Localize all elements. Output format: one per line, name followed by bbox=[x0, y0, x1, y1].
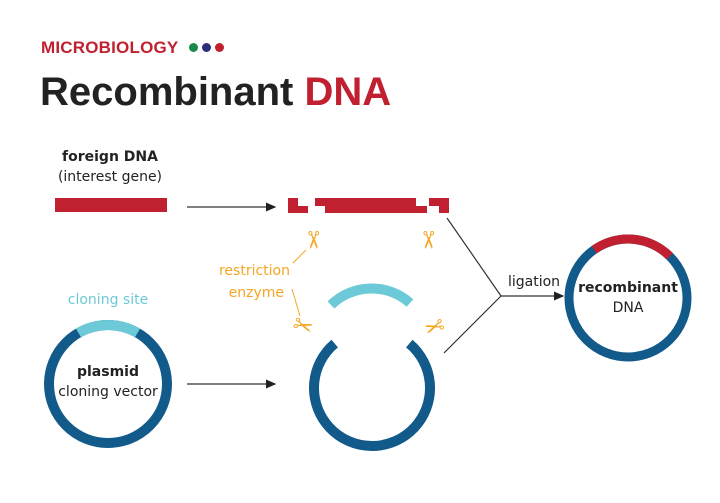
recombinant-dna-label: recombinant DNA bbox=[578, 280, 678, 316]
cloning-site-label: cloning site bbox=[67, 292, 149, 308]
scissors-icon: ✂ bbox=[299, 229, 328, 251]
page-title: Recombinant DNA bbox=[40, 70, 392, 114]
opened-plasmid bbox=[309, 339, 435, 451]
plasmid-label: plasmid cloning vector bbox=[58, 364, 158, 400]
excised-site-arc bbox=[327, 283, 414, 309]
ligation-line-bottom bbox=[443, 295, 502, 354]
dna-fragment-right bbox=[429, 198, 449, 213]
enzyme-pointer bbox=[291, 288, 301, 317]
dna-fragment-left bbox=[288, 198, 308, 213]
green-dot-icon bbox=[189, 43, 199, 52]
restriction-enzyme-label: restriction enzyme bbox=[218, 263, 290, 301]
category-label: MICROBIOLOGY bbox=[41, 38, 225, 58]
enzyme-pointer bbox=[292, 249, 307, 264]
cloning-site-arc bbox=[76, 320, 140, 338]
scissors-icon: ✂ bbox=[414, 229, 443, 251]
foreign-dna-strand bbox=[55, 198, 167, 212]
navy-dot-icon bbox=[202, 43, 212, 52]
foreign-dna-label: foreign DNA (interest gene) bbox=[57, 149, 163, 185]
red-dot-icon bbox=[215, 43, 225, 52]
ligation-line-top bbox=[446, 217, 502, 297]
dna-fragment-middle bbox=[315, 198, 427, 213]
inserted-dna-arc bbox=[591, 234, 673, 260]
ligation-label: ligation bbox=[507, 274, 561, 290]
